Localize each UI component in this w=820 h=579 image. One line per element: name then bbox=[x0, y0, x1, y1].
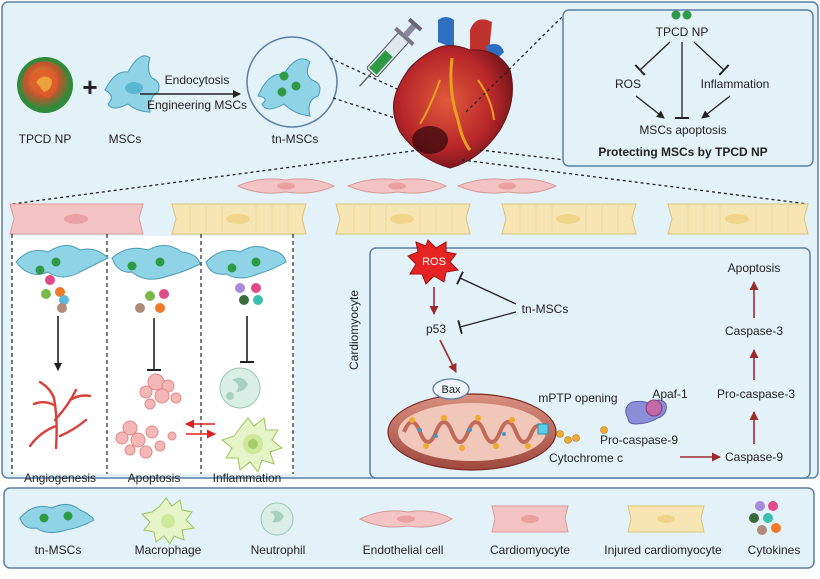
protect-apoptosis-label: MSCs apoptosis bbox=[639, 123, 726, 137]
cytochrome-label: Cytochrome c bbox=[549, 451, 623, 465]
angiogenesis-label: Angiogenesis bbox=[24, 471, 96, 485]
syringe-icon bbox=[359, 17, 423, 87]
legend-label: Cytokines bbox=[748, 543, 801, 557]
inhibit-line bbox=[634, 41, 671, 76]
activate-arrow bbox=[701, 95, 731, 119]
zoom-line bbox=[461, 159, 809, 205]
caspase3-label: Caspase-3 bbox=[725, 324, 783, 338]
caspase9-label: Caspase-9 bbox=[725, 450, 783, 464]
cardiomyocyte-row bbox=[9, 203, 809, 235]
zoom-line bbox=[465, 13, 566, 113]
plus-sign: + bbox=[82, 72, 97, 102]
np-dot bbox=[671, 10, 681, 20]
ros-burst-icon bbox=[407, 239, 460, 285]
msc-cell bbox=[104, 55, 160, 113]
legend-tn-msc-icon bbox=[19, 504, 95, 534]
legend-label: Cardiomyocyte bbox=[490, 543, 570, 557]
protect-np-label: TPCD NP bbox=[656, 25, 709, 39]
apoptosis-pathway-label: Apoptosis bbox=[728, 261, 781, 275]
cytochrome-dot bbox=[564, 436, 572, 444]
inhibit-line bbox=[457, 311, 517, 335]
apoptotic-cell-icon bbox=[115, 373, 182, 459]
legend-cytokines-icon bbox=[749, 501, 781, 535]
apaf1-icon bbox=[625, 399, 667, 425]
p53-label: p53 bbox=[426, 322, 446, 336]
inhibit-line bbox=[456, 271, 517, 305]
p53-to-bax-arrow bbox=[439, 339, 457, 373]
tpcd-np-label: TPCD NP bbox=[19, 132, 72, 146]
msc-cluster bbox=[15, 245, 287, 280]
mptp-label: mPTP opening bbox=[538, 391, 617, 405]
legend-neutrophil-icon bbox=[260, 502, 294, 536]
legend-macrophage-icon bbox=[140, 497, 196, 545]
activate-arrow bbox=[635, 95, 665, 119]
protect-box bbox=[562, 9, 814, 167]
mscs-label: MSCs bbox=[109, 132, 142, 146]
apaf1-label: Apaf-1 bbox=[652, 387, 688, 401]
legend-label: Injured cardiomyocyte bbox=[604, 543, 722, 557]
protect-inflammation-label: Inflammation bbox=[701, 77, 770, 91]
legend-panel bbox=[3, 487, 815, 569]
cytochrome-dot bbox=[572, 434, 580, 442]
protect-title: Protecting MSCs by TPCD NP bbox=[598, 145, 767, 159]
macrophage-icon bbox=[220, 417, 284, 474]
procaspase-dot bbox=[600, 426, 608, 434]
legend-label: Endothelial cell bbox=[363, 543, 444, 557]
legend-label: tn-MSCs bbox=[35, 543, 82, 557]
cardiomyocyte-side-label: Cardiomyocyte bbox=[347, 290, 361, 370]
endocytosis-label: Endocytosis bbox=[165, 73, 230, 87]
bax-oval bbox=[432, 378, 470, 400]
endothelial-cells-row bbox=[236, 178, 558, 194]
cytokine-dots bbox=[41, 275, 263, 313]
tpcd-np-sphere bbox=[17, 57, 73, 113]
mitochondrion-icon bbox=[387, 393, 557, 471]
heart-icon bbox=[393, 17, 513, 169]
zoom-line bbox=[329, 57, 411, 96]
np-dot bbox=[682, 10, 692, 20]
zoom-line bbox=[479, 149, 566, 161]
inflammation-effect-label: Inflammation bbox=[213, 471, 282, 485]
bax-label: Bax bbox=[442, 384, 461, 396]
procaspase9-mid-label: Pro-caspase-9 bbox=[600, 433, 678, 447]
vessel-icon bbox=[28, 380, 92, 450]
legend-label: Macrophage bbox=[135, 543, 202, 557]
inhibit-line bbox=[693, 41, 730, 76]
tn-msc-circle bbox=[246, 36, 338, 128]
apoptosis-effect-label: Apoptosis bbox=[128, 471, 181, 485]
legend-injured-cardiomyocyte-icon bbox=[627, 505, 705, 533]
procaspase3-label: Pro-caspase-3 bbox=[717, 387, 795, 401]
legend-cardiomyocyte-icon bbox=[491, 505, 569, 533]
protect-ros-label: ROS bbox=[615, 77, 641, 91]
zoom-line bbox=[11, 149, 421, 205]
engineering-label: Engineering MSCs bbox=[147, 98, 247, 112]
zoom-line bbox=[332, 97, 396, 119]
cytochrome-dot bbox=[556, 430, 564, 438]
tn-mscs-label: tn-MSCs bbox=[272, 132, 319, 146]
cardiomyocyte-stripes bbox=[189, 206, 789, 232]
legend-label: Neutrophil bbox=[251, 543, 306, 557]
legend-endothelial-icon bbox=[358, 510, 454, 528]
ros-pathway-label: ROS bbox=[422, 256, 446, 268]
tn-mscs-pathway-label: tn-MSCs bbox=[522, 302, 569, 316]
neutrophil-icon bbox=[219, 367, 261, 409]
